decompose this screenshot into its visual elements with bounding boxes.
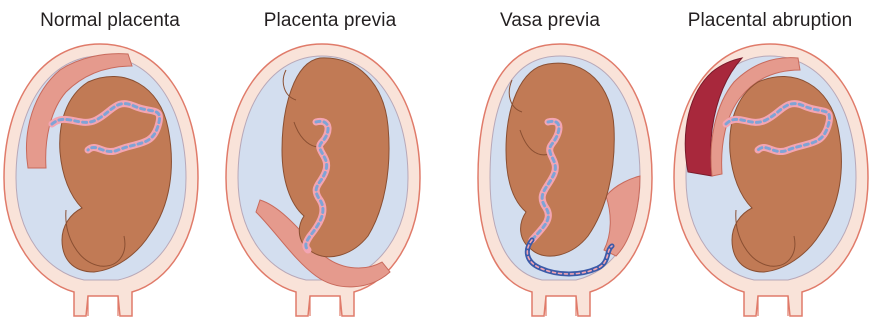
- panel-placental-abruption: Placental abruption: [660, 0, 880, 321]
- normal-placenta-illustration: [0, 0, 220, 321]
- cervix: [758, 296, 788, 316]
- vasa-previa-illustration: [440, 0, 660, 321]
- panel-vasa-previa: Vasa previa: [440, 0, 660, 321]
- cervix: [546, 296, 576, 316]
- panel-placenta-previa: Placenta previa: [220, 0, 440, 321]
- cervix: [88, 296, 118, 316]
- cervix: [310, 296, 340, 316]
- placenta-previa-illustration: [220, 0, 440, 321]
- placental-abruption-illustration: [660, 0, 880, 321]
- panel-normal-placenta: Normal placenta: [0, 0, 220, 321]
